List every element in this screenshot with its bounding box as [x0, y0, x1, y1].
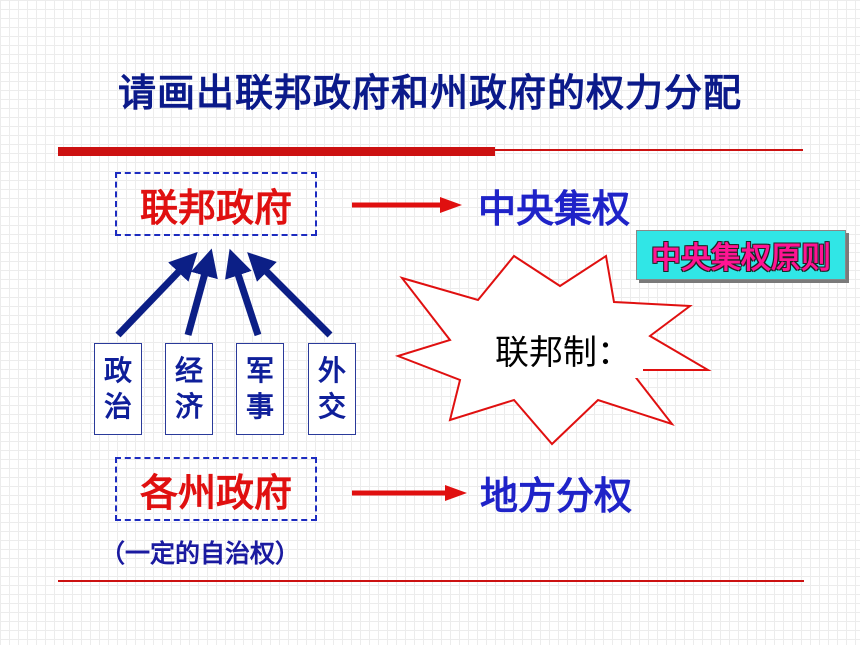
area-box-military: 军 事: [236, 343, 284, 435]
area-char: 交: [317, 390, 346, 423]
arrow-military-to-federal: [225, 248, 262, 337]
arrow-states-to-decentralization: [352, 485, 467, 501]
area-char: 外: [317, 354, 346, 387]
area-char: 政: [103, 354, 132, 387]
centralization-principle-badge: 中央集权原则: [636, 230, 846, 280]
state-governments-box: 各州政府: [115, 457, 317, 521]
arrow-economy-to-federal: [184, 248, 218, 336]
federalism-label: 联邦制：: [483, 320, 643, 378]
arrow-diplomacy-to-federal: [247, 252, 333, 338]
arrow-federal-to-centralization: [352, 197, 462, 213]
title-divider-thin: [495, 149, 803, 151]
title-divider-thick: [58, 147, 495, 156]
area-char: 事: [245, 390, 274, 423]
area-char: 治: [103, 390, 132, 423]
bottom-divider: [58, 580, 804, 582]
area-box-economy: 经 济: [165, 343, 213, 435]
area-char: 济: [174, 390, 203, 423]
area-box-diplomacy: 外 交: [308, 343, 356, 435]
centralization-label: 中央集权: [478, 187, 631, 231]
autonomy-note: （一定的自治权）: [100, 539, 301, 568]
area-char: 经: [174, 354, 203, 387]
area-char: 军: [245, 354, 274, 387]
decentralization-label: 地方分权: [480, 474, 633, 518]
arrow-politics-to-federal: [115, 251, 198, 338]
area-box-politics: 政 治: [94, 343, 142, 435]
page-title: 请画出联邦政府和州政府的权力分配: [117, 71, 742, 115]
federal-government-box: 联邦政府: [115, 172, 317, 236]
